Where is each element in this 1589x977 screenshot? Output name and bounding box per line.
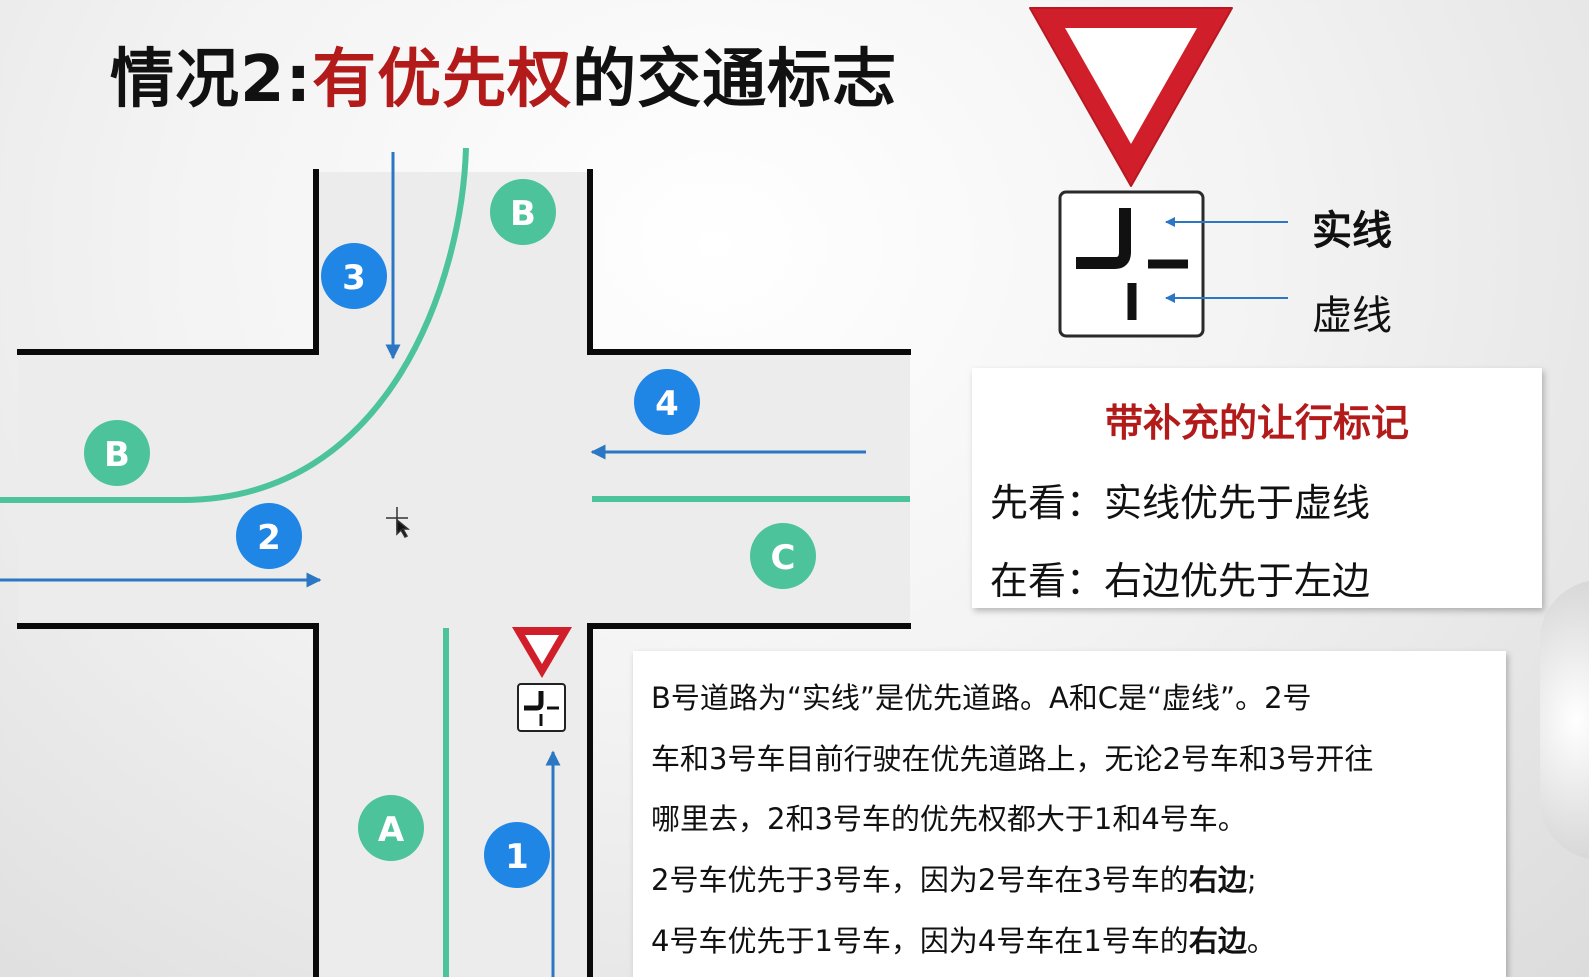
car-number-1: 1 xyxy=(505,837,529,877)
road-label-c: C xyxy=(750,523,816,589)
explanation-line-4: 2号车优先于3号车，因为2号车在3号车的右边; xyxy=(651,857,1257,899)
background-decoration xyxy=(1540,580,1589,860)
car-marker-2: 2 xyxy=(236,503,302,569)
car-number-3: 3 xyxy=(342,258,366,298)
legend-solid-line-label: 实线 xyxy=(1312,208,1392,254)
explanation-line-1: B号道路为“实线”是优先道路。A和C是“虚线”。2号 xyxy=(651,681,1312,715)
title-suffix: 的交通标志 xyxy=(572,43,898,117)
priority-road-b-curve xyxy=(0,147,469,503)
road-label-c-text: C xyxy=(771,538,796,578)
yield-sign-icon xyxy=(1029,7,1233,187)
small-yield-sign-icon xyxy=(512,627,572,678)
cursor-move-icon xyxy=(386,507,411,538)
car-number-2: 2 xyxy=(257,518,281,558)
rule-line-2: 在看：右边优先于左边 xyxy=(990,559,1371,603)
rule-box-title: 带补充的让行标记 xyxy=(1104,401,1409,445)
road-label-a: A xyxy=(358,795,424,861)
title-prefix: 情况2: xyxy=(110,43,313,117)
road-label-b-top-text: B xyxy=(510,194,536,234)
car-marker-3: 3 xyxy=(321,243,387,309)
explanation-line-4-end: ; xyxy=(1246,863,1257,897)
car-marker-4: 4 xyxy=(634,369,700,435)
road-label-a-text: A xyxy=(378,810,405,850)
road-label-b-top: B xyxy=(490,179,556,245)
explanation-line-4-emphasis: 右边 xyxy=(1188,863,1247,897)
rule-line-1: 先看：实线优先于虚线 xyxy=(990,481,1371,525)
explanation-line-2: 车和3号车目前行驶在优先道路上，无论2号车和3号开往 xyxy=(651,742,1374,776)
car-number-4: 4 xyxy=(655,384,679,424)
explanation-line-5-end: 。 xyxy=(1246,924,1276,958)
car-marker-1: 1 xyxy=(484,822,550,888)
explanation-line-5: 4号车优先于1号车，因为4号车在1号车的右边。 xyxy=(651,918,1276,960)
explanation-box: B号道路为“实线”是优先道路。A和C是“虚线”。2号 车和3号车目前行驶在优先道… xyxy=(633,651,1506,977)
page-title: 情况2:有优先权的交通标志 xyxy=(110,28,897,120)
explanation-line-3: 哪里去，2和3号车的优先权都大于1和4号车。 xyxy=(651,802,1247,836)
title-highlight: 有优先权 xyxy=(312,43,573,117)
rule-box: 带补充的让行标记 先看：实线优先于虚线 在看：右边优先于左边 xyxy=(972,368,1542,608)
road-label-b-left-text: B xyxy=(104,435,130,475)
explanation-line-5-emphasis: 右边 xyxy=(1188,924,1247,958)
explanation-line-4-text: 2号车优先于3号车，因为2号车在3号车的 xyxy=(651,863,1189,897)
small-priority-road-sign-icon xyxy=(517,683,566,732)
road-label-b-left: B xyxy=(84,420,150,486)
road-edges xyxy=(17,169,911,977)
explanation-line-5-text: 4号车优先于1号车，因为4号车在1号车的 xyxy=(651,924,1189,958)
legend-dashed-line-label: 虚线 xyxy=(1312,293,1392,339)
priority-road-supplement-sign-icon xyxy=(1058,190,1205,338)
